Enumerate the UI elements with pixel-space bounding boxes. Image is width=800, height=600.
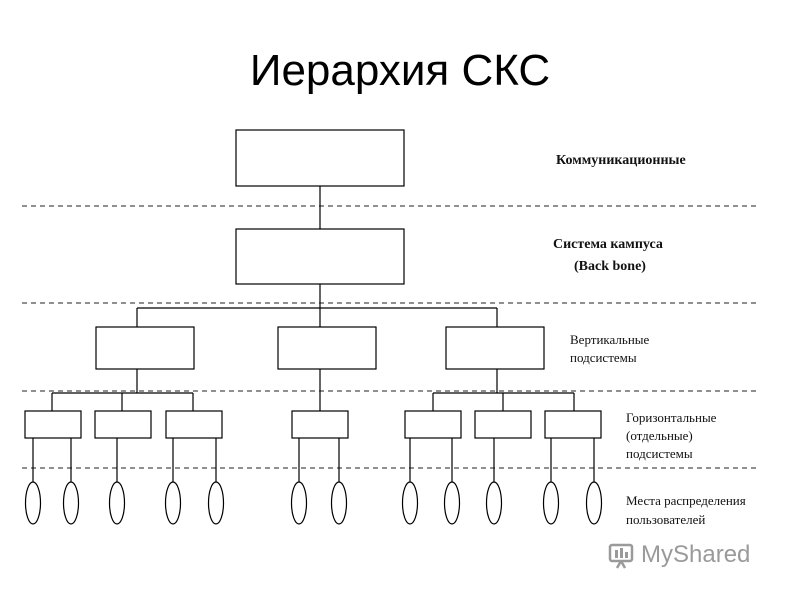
user-place-ellipse xyxy=(207,481,225,525)
vertical-box-3 xyxy=(445,326,545,370)
level-separators xyxy=(22,205,760,469)
level-label-communication: Коммуникационные xyxy=(556,153,686,168)
user-place-ellipse xyxy=(542,481,560,525)
level-label-places-1: Места распределения xyxy=(626,493,746,508)
level-label-horizontal-1: Горизонтальные xyxy=(626,410,717,425)
user-place-ellipse xyxy=(485,481,503,525)
level-label-vertical-2: подсистемы xyxy=(570,350,637,365)
horizontal-box xyxy=(474,410,532,439)
watermark: MyShared xyxy=(607,538,767,572)
user-place-ellipse xyxy=(401,481,419,525)
level-label-places-2: пользователей xyxy=(626,512,706,527)
myshared-logo-icon xyxy=(608,543,634,569)
watermark-text: MyShared xyxy=(641,541,751,568)
horizontal-box xyxy=(24,410,82,439)
level-label-campus: Система кампуса xyxy=(553,237,663,252)
user-place-ellipse xyxy=(585,481,603,525)
vertical-box-1 xyxy=(95,326,195,370)
campus-box xyxy=(235,228,405,285)
user-place-ellipse xyxy=(443,481,461,525)
horizontal-box xyxy=(544,410,602,439)
communication-box xyxy=(235,129,405,187)
user-place-ellipse xyxy=(330,481,348,525)
level-label-horizontal-2: (отдельные) xyxy=(626,428,693,443)
user-place-ellipse xyxy=(108,481,126,525)
level-label-campus-sub: (Back bone) xyxy=(574,259,646,274)
user-place-ellipse xyxy=(290,481,308,525)
level-label-horizontal-3: подсистемы xyxy=(626,446,693,461)
user-place-ellipse xyxy=(164,481,182,525)
horizontal-box xyxy=(94,410,152,439)
horizontal-box xyxy=(165,410,223,439)
level-label-vertical-1: Вертикальные xyxy=(570,332,650,347)
vertical-box-2 xyxy=(277,326,377,370)
horizontal-box xyxy=(404,410,462,439)
user-place-ellipse xyxy=(62,481,80,525)
user-place-ellipse xyxy=(24,481,42,525)
horizontal-box xyxy=(291,410,349,439)
page-title: Иерархия СКС xyxy=(249,46,551,95)
